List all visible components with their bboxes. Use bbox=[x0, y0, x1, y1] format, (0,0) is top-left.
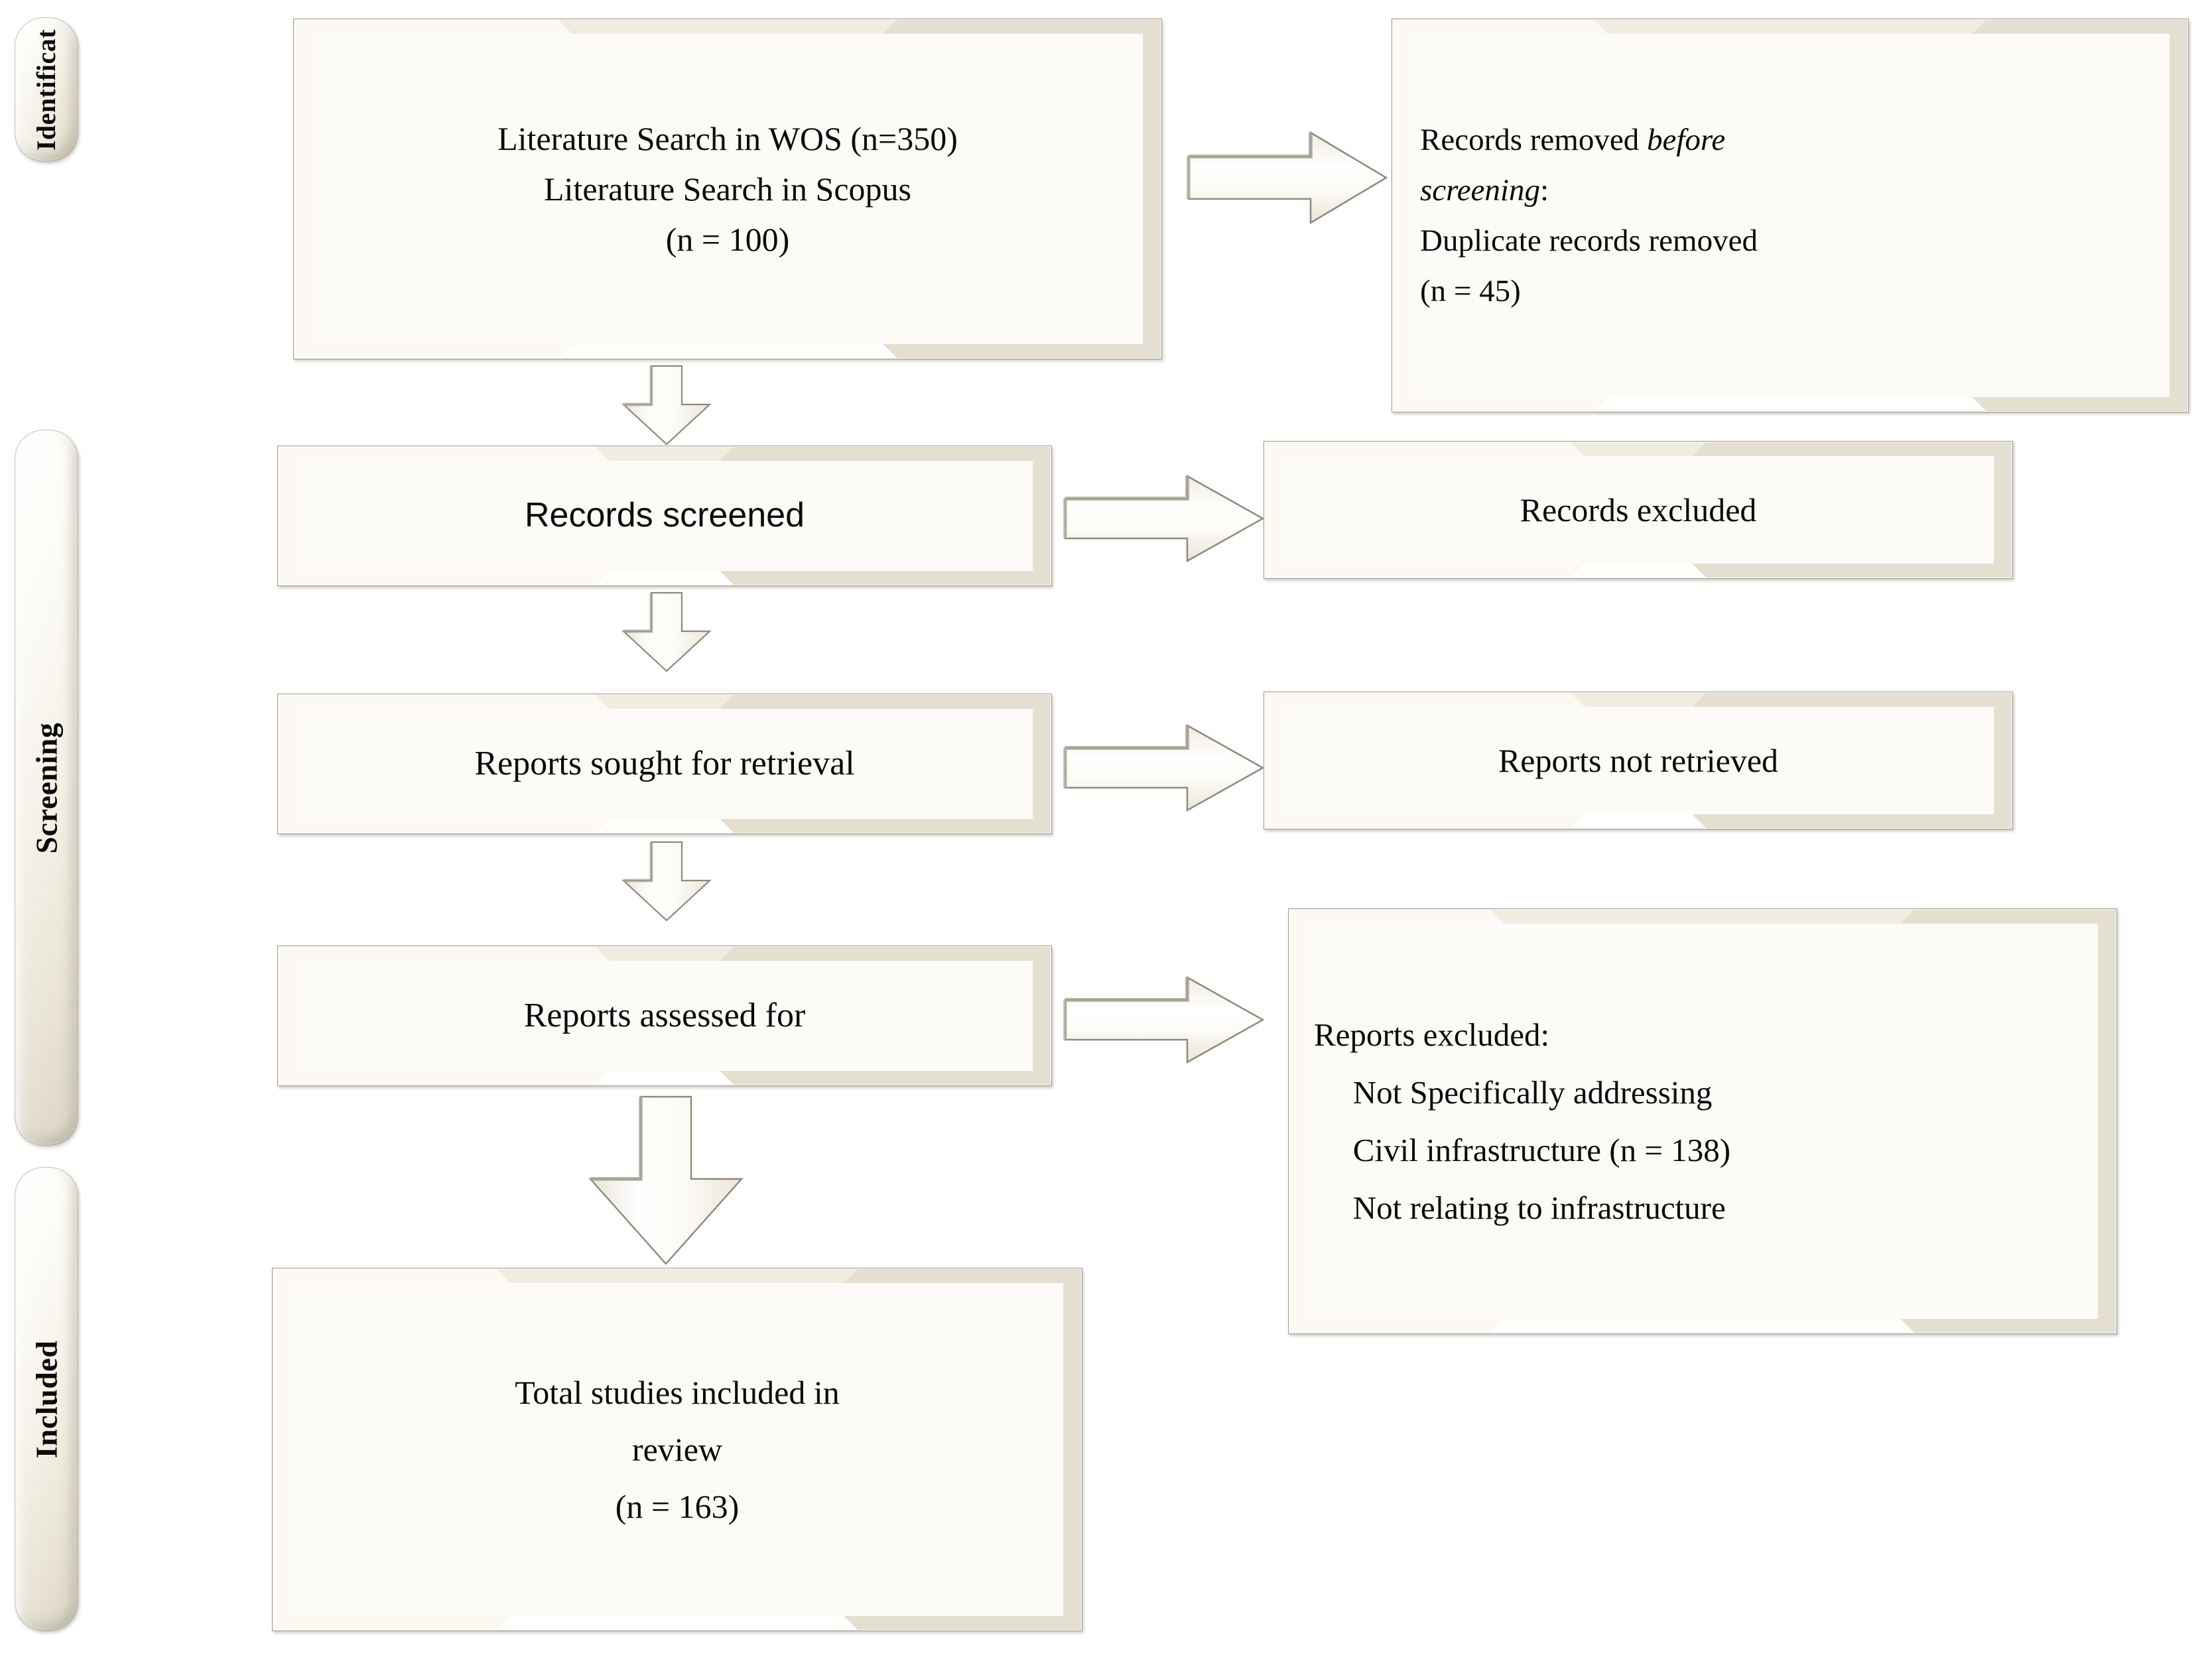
arrow-right-identification-to-removed bbox=[1185, 127, 1390, 228]
reports-excluded-reason-2: Civil infrastructure (n = 138) bbox=[1352, 1132, 1731, 1168]
phase-label-identification-text: Identificat bbox=[31, 29, 62, 151]
phase-label-included: Included bbox=[15, 1167, 78, 1631]
reports-excluded-heading: Reports excluded: bbox=[1314, 1016, 1550, 1053]
arrow-down-screened-to-sought bbox=[617, 590, 716, 674]
records-removed-line-3: Duplicate records removed bbox=[1420, 223, 1758, 258]
reports-excluded-reason-1: Not Specifically addressing bbox=[1352, 1074, 1713, 1111]
box-reports-sought-for-retrieval[interactable]: Reports sought for retrieval bbox=[277, 694, 1052, 834]
box-identification-sources-text: Literature Search in WOS (n=350) Literat… bbox=[312, 113, 1143, 265]
arrow-down-sought-to-assessed bbox=[617, 839, 716, 923]
arrow-right-assessed-to-excluded bbox=[1061, 973, 1267, 1066]
box-reports-excluded-text: Reports excluded: Not Specifically addre… bbox=[1307, 1006, 2098, 1237]
arrow-right-screened-to-excluded bbox=[1061, 472, 1267, 565]
phase-label-screening-text: Screening bbox=[29, 722, 64, 853]
box-records-excluded-text: Records excluded bbox=[1520, 491, 1757, 528]
box-total-included-text: Total studies included in review (n = 16… bbox=[291, 1364, 1063, 1535]
records-removed-line-1: Records removed before bbox=[1420, 122, 1726, 157]
box-reports-not-retrieved-text: Reports not retrieved bbox=[1498, 741, 1779, 779]
records-removed-line-4: (n = 45) bbox=[1420, 274, 1521, 309]
box-reports-excluded-reasons[interactable]: Reports excluded: Not Specifically addre… bbox=[1288, 908, 2117, 1334]
box-records-screened-text: Records screened bbox=[525, 496, 805, 535]
box-reports-assessed-text: Reports assessed for bbox=[523, 997, 806, 1035]
identification-line-3: (n = 100) bbox=[665, 221, 790, 258]
phase-label-included-text: Included bbox=[29, 1340, 64, 1458]
arrow-right-sought-to-not-retrieved bbox=[1061, 721, 1267, 814]
reports-excluded-reason-3: Not relating to infrastructure bbox=[1352, 1190, 1726, 1227]
identification-line-1: Literature Search in WOS (n=350) bbox=[497, 120, 958, 157]
records-removed-line-2: screening: bbox=[1420, 172, 1549, 208]
phase-label-identification: Identificat bbox=[15, 17, 78, 162]
box-identification-sources[interactable]: Literature Search in WOS (n=350) Literat… bbox=[293, 19, 1162, 359]
box-reports-sought-text: Reports sought for retrieval bbox=[474, 745, 855, 783]
box-records-removed-before-screening[interactable]: Records removed before screening: Duplic… bbox=[1392, 19, 2189, 412]
phase-label-screening: Screening bbox=[15, 430, 78, 1146]
arrow-down-identification-to-screened bbox=[617, 363, 716, 447]
box-records-removed-text: Records removed before screening: Duplic… bbox=[1411, 115, 2170, 317]
box-records-screened[interactable]: Records screened bbox=[277, 446, 1052, 586]
total-included-line-1: Total studies included in bbox=[515, 1374, 840, 1411]
total-included-line-2: review bbox=[631, 1431, 723, 1468]
box-records-excluded[interactable]: Records excluded bbox=[1264, 441, 2013, 579]
box-total-studies-included[interactable]: Total studies included in review (n = 16… bbox=[272, 1268, 1082, 1631]
total-included-line-3: (n = 163) bbox=[615, 1488, 740, 1525]
identification-line-2: Literature Search in Scopus bbox=[544, 170, 911, 208]
box-reports-assessed-for[interactable]: Reports assessed for bbox=[277, 946, 1052, 1086]
arrow-down-assessed-to-included bbox=[584, 1094, 748, 1268]
box-reports-not-retrieved[interactable]: Reports not retrieved bbox=[1264, 692, 2013, 830]
